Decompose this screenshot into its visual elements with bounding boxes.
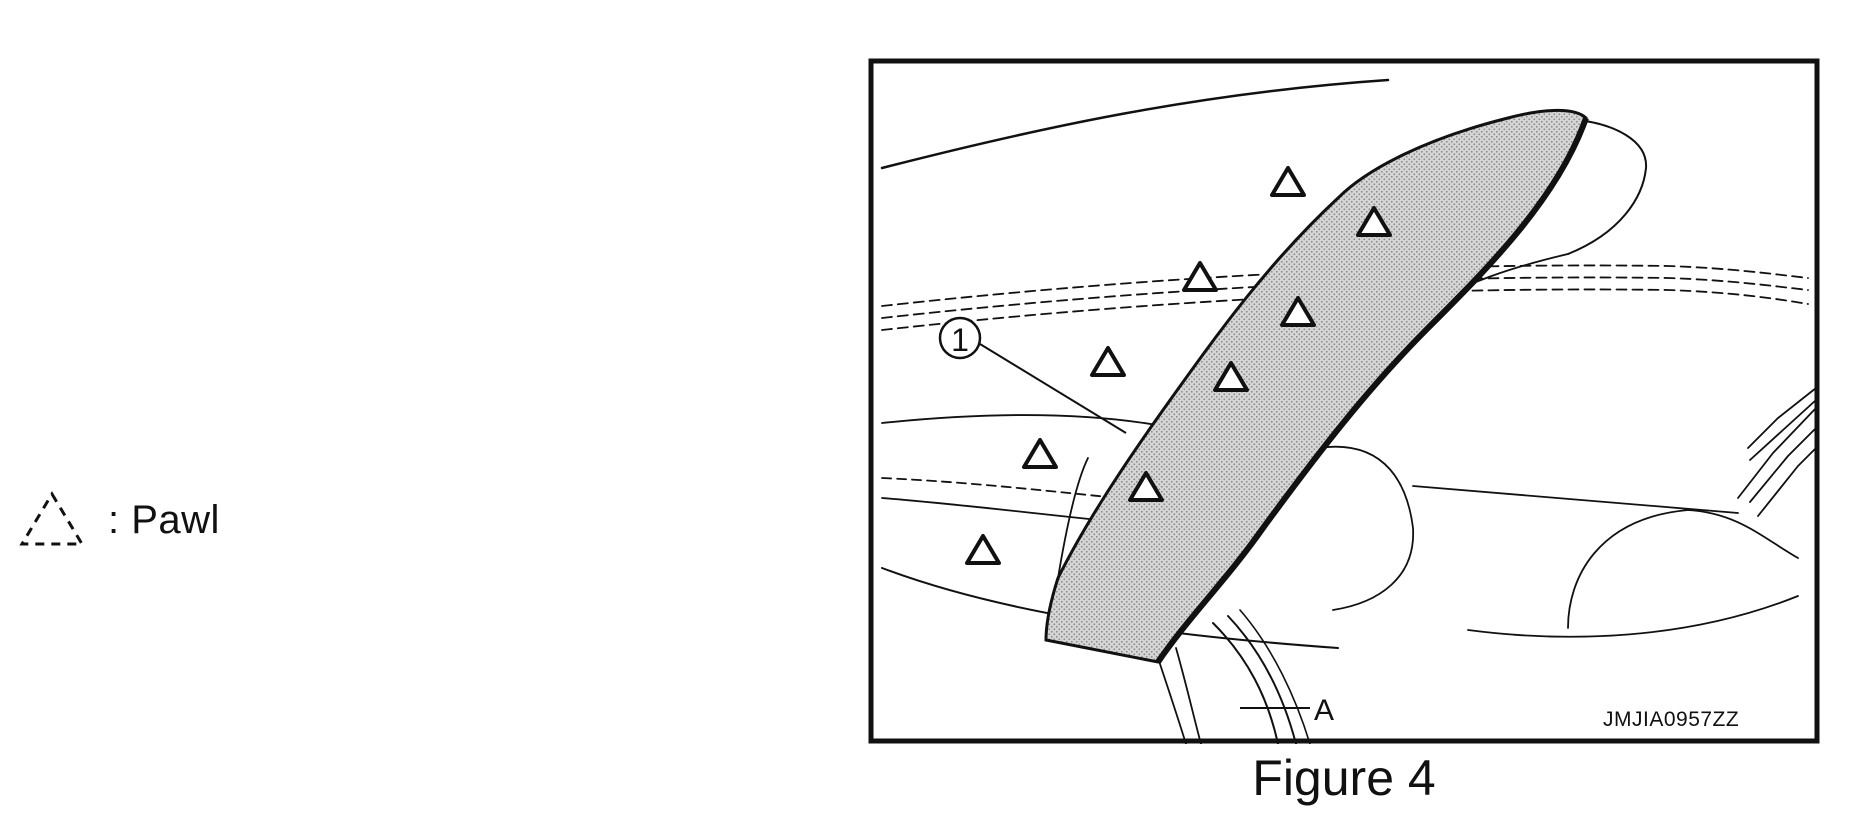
image-id: JMJIA0957ZZ bbox=[1603, 708, 1739, 731]
pawl-marker bbox=[1280, 296, 1316, 327]
pillar-garnish-illustration: 1 A JMJIA0957ZZ bbox=[868, 58, 1820, 744]
callout-number: 1 bbox=[951, 322, 969, 358]
pawl-marker bbox=[965, 534, 1001, 565]
legend: : Pawl bbox=[18, 490, 220, 550]
pawl-marker bbox=[1182, 261, 1218, 292]
legend-label: : Pawl bbox=[108, 497, 220, 542]
pawl-marker bbox=[1356, 206, 1392, 237]
pawl-marker bbox=[1090, 346, 1126, 377]
figure-caption: Figure 4 bbox=[1252, 750, 1436, 806]
pawl-marker bbox=[1128, 471, 1164, 502]
illustration-frame: 1 A JMJIA0957ZZ bbox=[868, 58, 1820, 744]
pawl-marker bbox=[1270, 166, 1306, 197]
callout-letter-a: A bbox=[1240, 694, 1334, 727]
pawl-marker bbox=[1213, 361, 1249, 392]
pawl-markers bbox=[965, 166, 1392, 565]
callout-letter: A bbox=[1314, 694, 1334, 727]
pawl-marker bbox=[1022, 438, 1058, 469]
callout-part-1: 1 bbox=[938, 316, 1127, 434]
roof-line bbox=[880, 78, 1390, 170]
dashed-triangle-pawl-icon bbox=[19, 491, 85, 546]
